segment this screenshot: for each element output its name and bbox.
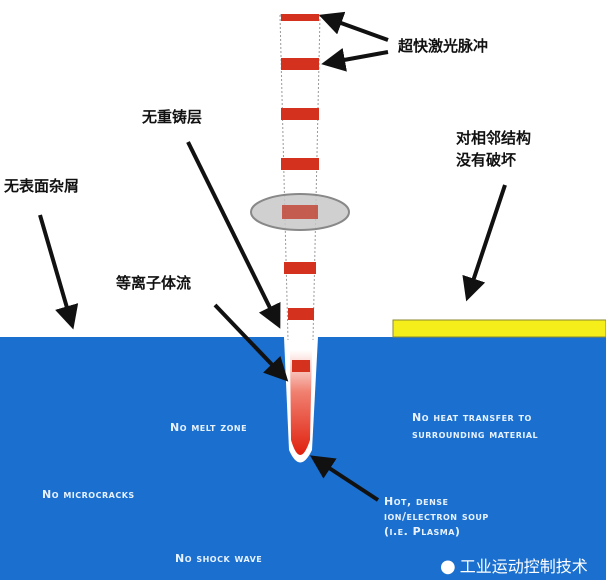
label-no-heat-transfer-2: surrounding material bbox=[412, 428, 539, 441]
label-no-melt-zone: No melt zone bbox=[170, 421, 248, 434]
label-no-adjacent-damage-1: 对相邻结构 bbox=[456, 129, 532, 147]
watermark-text: 工业运动控制技术 bbox=[459, 557, 588, 576]
label-plasma-1: Hot, dense bbox=[384, 495, 449, 508]
coating-layer bbox=[392, 319, 606, 338]
label-no-recast-layer: 无重铸层 bbox=[142, 108, 203, 126]
laser-pulse-in-lens bbox=[282, 205, 318, 219]
label-ultrafast-pulse: 超快激光脉冲 bbox=[398, 37, 489, 55]
label-no-microcracks: No microcracks bbox=[42, 488, 135, 501]
label-plasma-2: ion/electron soup bbox=[384, 510, 489, 523]
watermark: ● 工业运动控制技术 bbox=[440, 557, 588, 577]
label-no-adjacent-damage-2: 没有破坏 bbox=[456, 151, 517, 169]
label-plasma-3: (i.e. Plasma) bbox=[384, 525, 461, 538]
label-no-heat-transfer-1: No heat transfer to bbox=[412, 411, 532, 424]
arrows bbox=[38, 11, 507, 502]
label-no-shock-wave: No shock wave bbox=[175, 552, 263, 565]
label-no-surface-debris: 无表面杂屑 bbox=[4, 177, 80, 195]
label-plasma-flow: 等离子体流 bbox=[116, 274, 192, 292]
plasma-plume bbox=[290, 350, 312, 455]
wechat-icon: ● bbox=[440, 556, 456, 577]
laser-pulses bbox=[281, 14, 319, 372]
